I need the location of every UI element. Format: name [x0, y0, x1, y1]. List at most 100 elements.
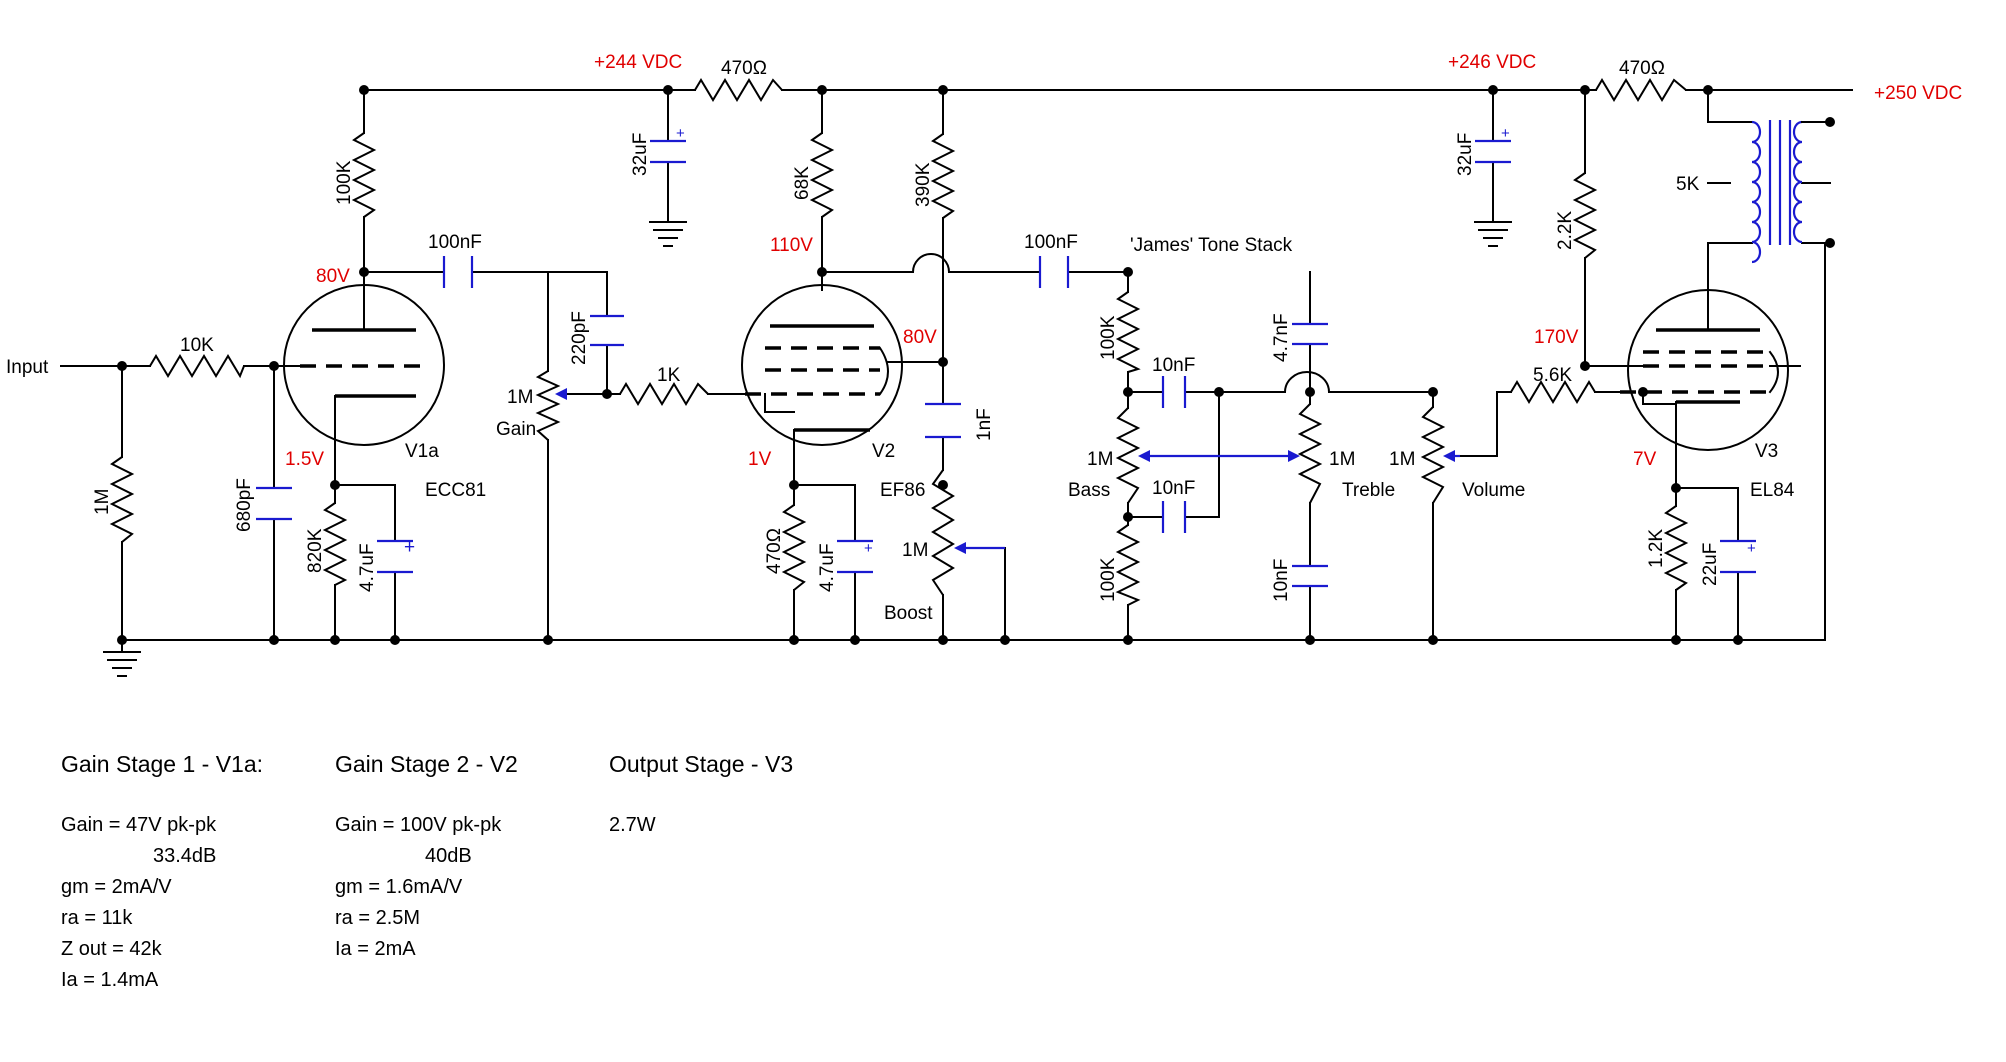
resistor-1m-input [109, 456, 135, 543]
capacitor-100nf-2 [1038, 256, 1070, 288]
label-2k2: 2.2K [1555, 211, 1576, 250]
capacitor-4n7 [1292, 322, 1328, 346]
label-100k-tone-bottom: 100K [1098, 557, 1119, 602]
v1-cathode-voltage: 1.5V [285, 449, 324, 470]
label-boost-value: 1M [902, 540, 928, 561]
ground-icon [103, 639, 141, 677]
label-10k: 10K [180, 335, 214, 356]
stage1-line: ra = 11k [61, 907, 133, 929]
label-gain: Gain [496, 419, 536, 440]
label-4u7-1: 4.7uF [357, 543, 378, 592]
v3-cathode-voltage: 7V [1633, 449, 1657, 470]
label-4n7: 4.7nF [1271, 313, 1292, 362]
svg-text:+: + [404, 537, 415, 558]
tube-v2-type: EF86 [880, 480, 925, 501]
label-1m-input: 1M [92, 489, 113, 515]
pot-treble[interactable] [1297, 403, 1323, 504]
stage2-line: Gain = 100V pk-pk [335, 814, 502, 836]
label-volume-value: 1M [1389, 449, 1415, 470]
rail-voltage-250: +250 VDC [1874, 83, 1962, 104]
stage1-line: Gain = 47V pk-pk [61, 814, 217, 836]
label-4u7-2: 4.7uF [817, 543, 838, 592]
label-100k-tone-top: 100K [1098, 315, 1119, 360]
stage-notes: Gain Stage 1 - V1a: Gain = 47V pk-pk 33.… [61, 751, 793, 991]
svg-text:+: + [676, 125, 685, 142]
resistor-5k6 [1510, 380, 1596, 404]
resistor-68k [809, 132, 835, 218]
label-1nf: 1nF [974, 408, 995, 441]
v1-plate-voltage: 80V [316, 266, 350, 287]
pot-gain[interactable] [535, 370, 561, 441]
pot-boost[interactable] [931, 469, 955, 596]
resistor-1k2 [1663, 505, 1689, 591]
label-bass-value: 1M [1087, 449, 1113, 470]
label-100k-plate: 100K [334, 160, 355, 205]
label-470-dropper-2: 470Ω [1619, 58, 1665, 79]
pot-volume[interactable] [1420, 406, 1446, 504]
label-220pf: 220pF [569, 311, 590, 365]
label-10nf-top: 10nF [1152, 355, 1195, 376]
label-treble: Treble [1342, 480, 1395, 501]
label-10nf-treble: 10nF [1271, 559, 1292, 602]
label-470-cathode: 470Ω [764, 528, 785, 574]
label-100nf-1: 100nF [428, 232, 482, 253]
resistor-100k-tone-bottom [1115, 524, 1141, 606]
pot-bass[interactable] [1115, 407, 1141, 504]
stage1-title: Gain Stage 1 - V1a: [61, 751, 263, 777]
component-labels: Input 10K 1M 680pF 100K 100nF 220pF 1M G… [6, 58, 1795, 624]
tube-v1a-name: V1a [405, 441, 439, 462]
wiring [60, 89, 1853, 641]
label-5k6: 5.6K [1533, 365, 1572, 386]
stage3-title: Output Stage - V3 [609, 751, 793, 777]
label-68k: 68K [792, 166, 813, 200]
pot-wipers [555, 388, 1460, 554]
stage1-line: gm = 2mA/V [61, 876, 172, 898]
resistor-10k [149, 354, 245, 379]
stage2-line: ra = 2.5M [335, 907, 420, 929]
output-transformer [1751, 120, 1803, 264]
label-32uf-2: 32uF [1455, 133, 1476, 176]
capacitor-32uf-1: + [650, 125, 686, 164]
tube-v2-name: V2 [872, 441, 895, 462]
capacitor-10nf-top [1161, 376, 1187, 408]
junction-dots [117, 85, 1835, 645]
label-gain-value: 1M [507, 387, 533, 408]
tube-v2 [741, 284, 903, 446]
resistor-470-dropper-2 [1595, 78, 1687, 102]
resistors [109, 78, 1689, 606]
svg-text:+: + [1501, 125, 1510, 142]
capacitors: + + + + + [256, 125, 1756, 588]
label-22uf: 22uF [1700, 543, 1721, 586]
resistor-470-dropper-1 [694, 78, 783, 102]
capacitor-10nf-treble [1292, 564, 1328, 588]
tube-v3-type: EL84 [1750, 480, 1795, 501]
resistor-100k-tone-top [1115, 291, 1141, 373]
label-32uf-1: 32uF [630, 133, 651, 176]
voltage-labels: +244 VDC +246 VDC +250 VDC 80V 1.5V 110V… [285, 52, 1962, 470]
tone-stack-title: 'James' Tone Stack [1130, 235, 1293, 256]
capacitor-4u7-2: + [837, 539, 873, 574]
resistor-100k-plate [351, 132, 377, 218]
v3-plate-voltage: 170V [1534, 327, 1579, 348]
v2-screen-voltage: 80V [903, 327, 937, 348]
tube-v1a-type: ECC81 [425, 480, 486, 501]
stage2-line: gm = 1.6mA/V [335, 876, 463, 898]
ground-icon [1474, 211, 1512, 247]
v2-cathode-voltage: 1V [748, 449, 772, 470]
capacitor-100nf-1 [442, 256, 474, 288]
capacitor-10nf-bottom [1161, 501, 1187, 533]
resistor-820k [322, 502, 348, 586]
rail-voltage-246: +246 VDC [1448, 52, 1536, 73]
label-transformer: 5K [1676, 174, 1700, 195]
v2-plate-voltage: 110V [770, 235, 813, 256]
stage1-line: 33.4dB [153, 845, 216, 867]
capacitor-22uf: + [1720, 539, 1756, 574]
label-100nf-2: 100nF [1024, 232, 1078, 253]
label-1k2: 1.2K [1646, 529, 1667, 568]
input-label: Input [6, 357, 49, 378]
label-treble-value: 1M [1329, 449, 1355, 470]
label-390k: 390K [913, 162, 934, 207]
stage3-line: 2.7W [609, 814, 656, 836]
capacitor-32uf-2: + [1475, 125, 1511, 164]
